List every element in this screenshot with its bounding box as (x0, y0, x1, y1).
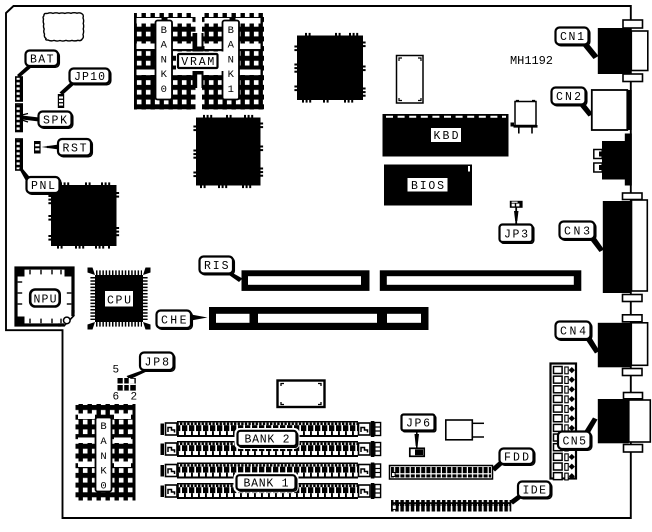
svg-text:PNL: PNL (31, 180, 55, 193)
svg-text:1: 1 (228, 84, 234, 96)
svg-text:KBD: KBD (434, 130, 459, 143)
svg-text:B: B (228, 25, 234, 37)
svg-text:IDE: IDE (523, 485, 547, 498)
svg-text:RIS: RIS (204, 260, 229, 273)
svg-text:5: 5 (113, 365, 120, 377)
svg-text:CHE: CHE (161, 314, 187, 327)
svg-text:A: A (161, 40, 168, 52)
svg-text:BAT: BAT (30, 53, 54, 66)
svg-text:JP8: JP8 (145, 356, 170, 369)
svg-text:CN2: CN2 (556, 91, 581, 104)
svg-text:BANK 2: BANK 2 (245, 433, 290, 446)
svg-text:N: N (228, 54, 234, 66)
svg-text:N: N (100, 451, 106, 463)
svg-text:A: A (100, 436, 107, 448)
svg-text:6: 6 (113, 392, 120, 404)
svg-text:K: K (228, 69, 235, 81)
svg-text:VRAM: VRAM (181, 56, 214, 69)
svg-text:A: A (228, 40, 235, 52)
svg-text:CPU: CPU (107, 294, 131, 307)
svg-text:NPU: NPU (34, 294, 57, 307)
svg-text:JP10: JP10 (74, 71, 105, 84)
svg-text:N: N (161, 54, 167, 66)
svg-text:K: K (161, 69, 168, 81)
svg-text:CN1: CN1 (560, 31, 584, 44)
svg-text:CN3: CN3 (564, 225, 590, 238)
svg-text:BANK 1: BANK 1 (244, 478, 289, 491)
svg-text:2: 2 (131, 392, 138, 404)
svg-text:JP3: JP3 (504, 228, 528, 241)
svg-text:MH1192: MH1192 (510, 54, 553, 68)
svg-text:CN4: CN4 (560, 325, 586, 338)
svg-text:B: B (161, 25, 167, 37)
svg-text:FDD: FDD (504, 451, 529, 464)
svg-text:0: 0 (161, 84, 167, 96)
svg-text:0: 0 (100, 481, 106, 493)
svg-text:JP6: JP6 (406, 418, 430, 431)
svg-text:SPK: SPK (43, 114, 67, 127)
svg-text:CN5: CN5 (563, 435, 587, 448)
svg-text:RST: RST (63, 142, 87, 155)
svg-text:B: B (100, 421, 106, 433)
svg-text:K: K (100, 466, 107, 478)
svg-text:BIOS: BIOS (411, 180, 444, 193)
